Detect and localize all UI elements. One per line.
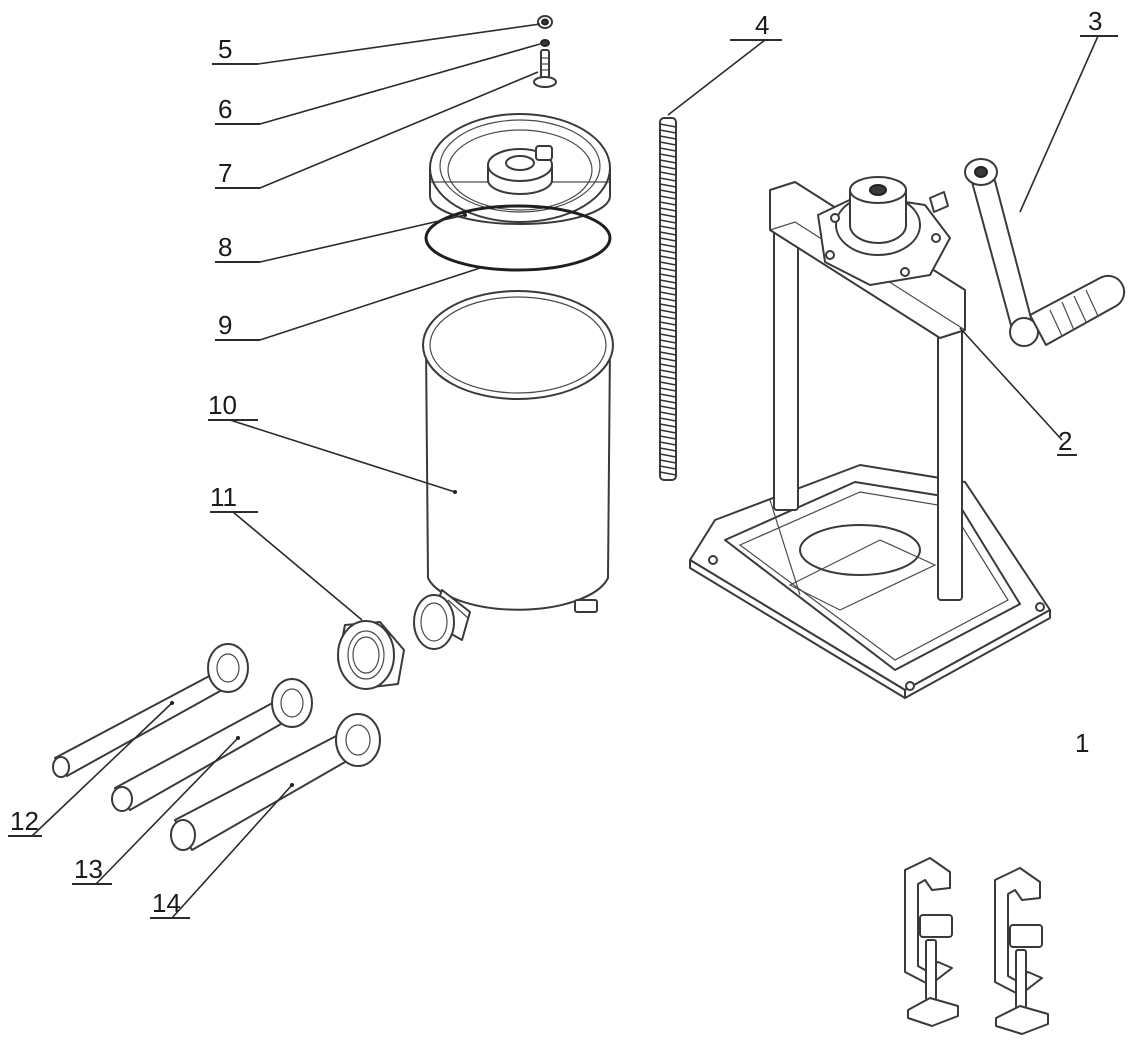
threaded-rod xyxy=(659,117,677,481)
rod-thread xyxy=(659,267,677,272)
rod-thread xyxy=(659,237,677,242)
rod-thread xyxy=(659,459,677,464)
rod-thread xyxy=(659,279,677,284)
rod-thread xyxy=(659,261,677,266)
rod-thread xyxy=(659,207,677,212)
leader-lines xyxy=(8,23,1118,919)
callout-1: 1 xyxy=(1075,728,1089,758)
rod-thread xyxy=(659,363,677,368)
rod-thread xyxy=(659,399,677,404)
filling-tube-large xyxy=(170,713,381,851)
rod-thread xyxy=(659,351,677,356)
table-clamp-right xyxy=(994,867,1049,1035)
rod-thread xyxy=(659,255,677,260)
rod-thread xyxy=(659,195,677,200)
rod-thread xyxy=(659,405,677,410)
rod-thread xyxy=(659,453,677,458)
rod-thread xyxy=(659,249,677,254)
rod-thread xyxy=(659,315,677,320)
callout-14: 14 xyxy=(152,888,181,918)
rod-thread xyxy=(659,369,677,374)
callout-4: 4 xyxy=(755,10,769,40)
rod-thread xyxy=(659,219,677,224)
callout-7: 7 xyxy=(218,158,232,188)
rod-thread xyxy=(659,303,677,308)
cylinder xyxy=(422,290,614,613)
rod-thread xyxy=(659,231,677,236)
rod-thread xyxy=(659,129,677,134)
rod-thread xyxy=(659,123,677,128)
rod-thread xyxy=(659,309,677,314)
rod-thread xyxy=(659,141,677,146)
callout-9: 9 xyxy=(218,310,232,340)
rod-thread xyxy=(659,285,677,290)
rod-thread xyxy=(659,333,677,338)
stuffer-frame xyxy=(689,176,1051,699)
callout-2: 2 xyxy=(1058,426,1072,456)
rod-thread xyxy=(659,387,677,392)
rod-thread xyxy=(659,471,677,476)
rod-thread xyxy=(659,441,677,446)
rod-thread xyxy=(659,345,677,350)
rod-thread xyxy=(659,327,677,332)
rod-thread xyxy=(659,225,677,230)
crank-handle xyxy=(964,158,1126,347)
rod-thread xyxy=(659,189,677,194)
rod-thread xyxy=(659,159,677,164)
rod-thread xyxy=(659,147,677,152)
rod-thread xyxy=(659,297,677,302)
rod-thread xyxy=(659,447,677,452)
rod-thread xyxy=(659,435,677,440)
rod-thread xyxy=(659,243,677,248)
rod-thread xyxy=(659,357,677,362)
rod-thread xyxy=(659,171,677,176)
callout-8: 8 xyxy=(218,232,232,262)
rod-thread xyxy=(659,411,677,416)
filling-tube-medium xyxy=(111,678,313,812)
cylinder-outlet xyxy=(413,589,471,650)
rod-thread xyxy=(659,291,677,296)
rod-thread xyxy=(659,465,677,470)
callout-10: 10 xyxy=(208,390,237,420)
callout-13: 13 xyxy=(74,854,103,884)
rod-thread xyxy=(659,201,677,206)
rod-thread xyxy=(659,381,677,386)
rod-thread xyxy=(659,135,677,140)
rod-thread xyxy=(659,339,677,344)
rod-thread xyxy=(659,213,677,218)
rod-thread xyxy=(659,375,677,380)
cap-nut xyxy=(537,15,553,29)
bolt xyxy=(533,49,557,88)
rod-thread xyxy=(659,423,677,428)
rod-thread xyxy=(659,177,677,182)
filling-tube-small xyxy=(52,643,249,778)
rod-thread xyxy=(659,321,677,326)
table-clamp-left xyxy=(904,857,959,1027)
rod-thread xyxy=(659,417,677,422)
o-ring xyxy=(424,204,612,272)
washer xyxy=(540,39,550,47)
callout-12: 12 xyxy=(10,806,39,836)
rod-thread xyxy=(659,393,677,398)
rod-thread xyxy=(659,429,677,434)
callout-6: 6 xyxy=(218,94,232,124)
nozzle-nut xyxy=(337,620,405,690)
rod-thread xyxy=(659,153,677,158)
rod-thread xyxy=(659,183,677,188)
rod-thread xyxy=(659,273,677,278)
callout-3: 3 xyxy=(1088,6,1102,36)
rod-thread xyxy=(659,165,677,170)
callout-11: 11 xyxy=(210,482,237,512)
callout-5: 5 xyxy=(218,34,232,64)
